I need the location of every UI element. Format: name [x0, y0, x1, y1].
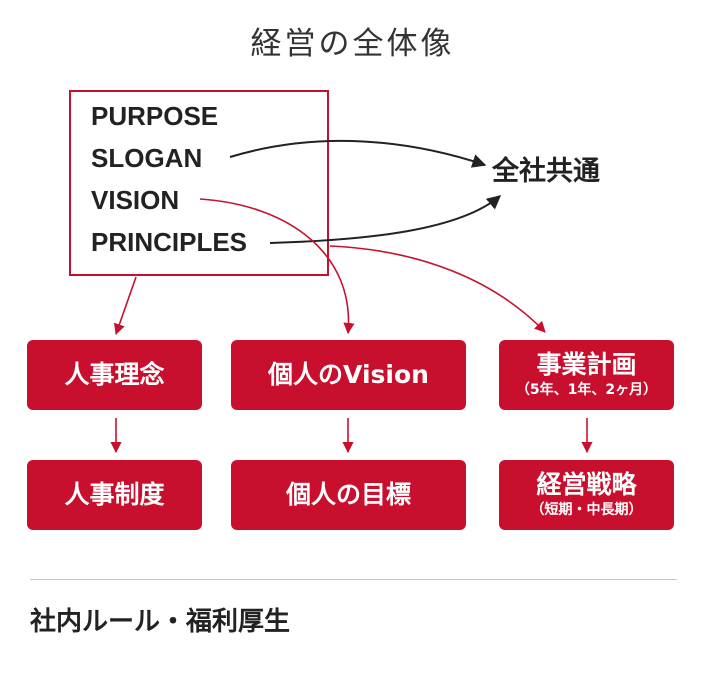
personal-vision-box: 個人のVision [231, 340, 466, 410]
principles-label: PRINCIPLES [91, 227, 248, 257]
business-plan-sublabel: （5年、1年、2ヶ月） [515, 382, 658, 399]
purpose-label: PURPOSE [91, 101, 219, 131]
principles-to-common-arrow [269, 195, 502, 244]
section-divider [30, 579, 677, 580]
business-plan-label: 事業計画 [536, 349, 637, 379]
management-strategy-label: 経営戦略 [536, 469, 637, 499]
hr-philosophy-box: 人事理念 [27, 340, 202, 410]
slogan-to-common-arrow [229, 139, 487, 168]
management-strategy-box: 経営戦略 （短期・中長期） [499, 460, 674, 530]
diagram-title: 経営の全体像 [250, 26, 455, 62]
personal-goals-label: 個人の目標 [285, 479, 411, 509]
footer-label: 社内ルール・福利厚生 [30, 607, 291, 637]
principles-to-business-plan-arrow [329, 245, 546, 333]
management-strategy-sublabel: （短期・中長期） [530, 502, 643, 519]
vision-label: VISION [91, 185, 180, 215]
hr-system-label: 人事制度 [64, 479, 165, 509]
box-to-hr-philosophy-arrow [114, 276, 137, 336]
hr-philosophy-label: 人事理念 [64, 359, 165, 389]
principles-box [69, 90, 329, 276]
personal-vision-label: 個人のVision [268, 359, 429, 389]
company-wide-label: 全社共通 [492, 156, 600, 187]
business-plan-box: 事業計画 （5年、1年、2ヶ月） [499, 340, 674, 410]
personal-goals-box: 個人の目標 [231, 460, 466, 530]
slogan-label: SLOGAN [91, 143, 203, 173]
vision-to-personal-vision-arrow [199, 198, 355, 335]
hr-system-box: 人事制度 [27, 460, 202, 530]
